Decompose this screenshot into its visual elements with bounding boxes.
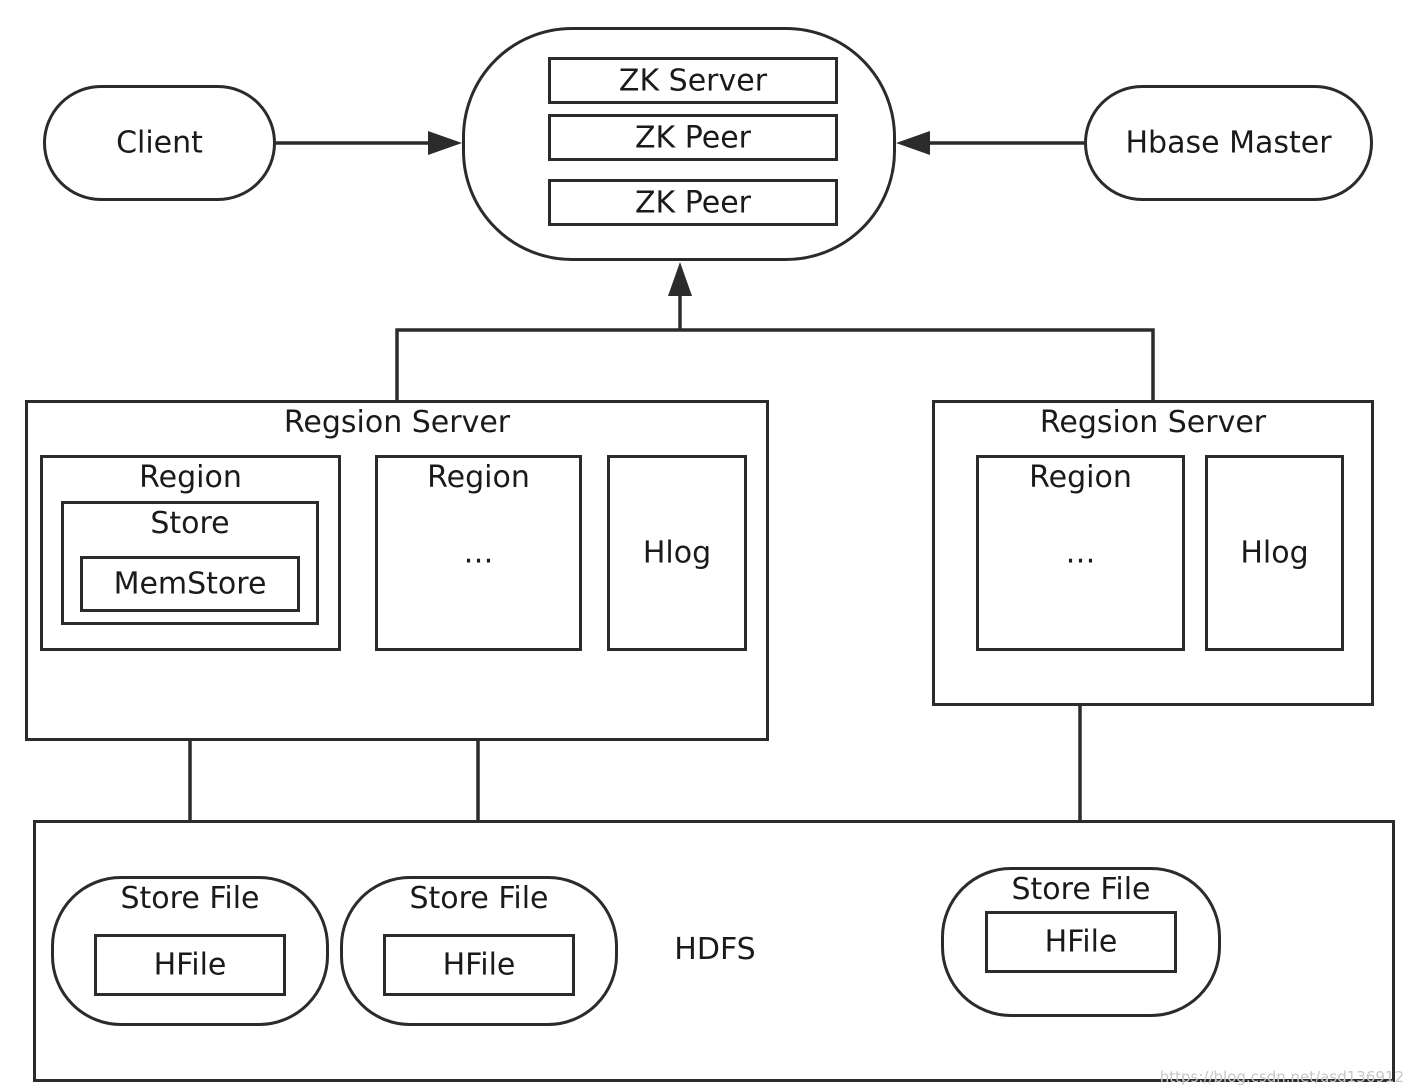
- watermark-text: https://blog.csdn.net/asd136912: [1159, 1068, 1404, 1086]
- hlog-box: Hlog: [1205, 455, 1344, 651]
- hbase-master-node: Hbase Master: [1084, 85, 1373, 201]
- hdfs-label: HDFS: [674, 932, 756, 967]
- store-file-title: Store File: [120, 881, 260, 916]
- hbase-master-label: Hbase Master: [1125, 125, 1332, 161]
- zk-peer-box: ZK Peer: [548, 179, 838, 226]
- hlog-box: Hlog: [607, 455, 747, 651]
- region-title: Region: [139, 460, 242, 495]
- region-2: Region …: [375, 455, 582, 651]
- region-server-title: Regsion Server: [283, 405, 511, 440]
- client-label: Client: [116, 125, 203, 161]
- hlog-label: Hlog: [1240, 535, 1309, 571]
- store-title: Store: [150, 506, 230, 541]
- zk-server-box: ZK Server: [548, 57, 838, 104]
- hlog-label: Hlog: [642, 535, 712, 571]
- hfile-box: HFile: [985, 911, 1177, 973]
- region-server-title: Regsion Server: [1039, 405, 1267, 440]
- hfile-label: HFile: [442, 947, 516, 983]
- region-title: Region: [427, 460, 530, 495]
- zk-item-label: ZK Server: [618, 63, 768, 98]
- memstore-label: MemStore: [113, 566, 267, 602]
- region-title: Region: [1029, 460, 1132, 495]
- client-node: Client: [43, 85, 276, 201]
- hfile-label: HFile: [1044, 924, 1118, 960]
- zk-peer-box: ZK Peer: [548, 114, 838, 161]
- regionservers-to-zk-connector: [395, 328, 1155, 400]
- hfile-box: HFile: [383, 934, 575, 996]
- zk-item-label: ZK Peer: [634, 185, 752, 220]
- region-ellipsis: …: [463, 535, 494, 571]
- store-file-title: Store File: [409, 881, 549, 916]
- region-ellipsis: …: [1065, 535, 1096, 571]
- hfile-label: HFile: [153, 947, 227, 983]
- store-file-title: Store File: [1011, 872, 1151, 907]
- zk-item-label: ZK Peer: [634, 120, 752, 155]
- region-3: Region …: [976, 455, 1185, 651]
- memstore-box: MemStore: [80, 556, 300, 612]
- hfile-box: HFile: [94, 934, 286, 996]
